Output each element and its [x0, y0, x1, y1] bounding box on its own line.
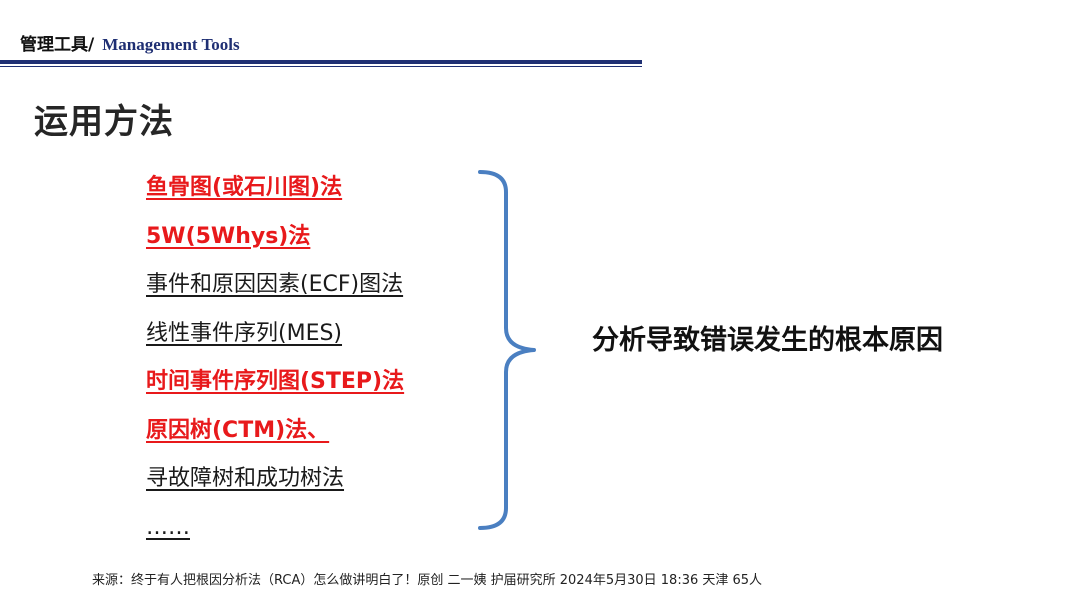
header: 管理工具/ Management Tools: [20, 30, 240, 56]
header-rule-thick: [0, 60, 642, 64]
conclusion-text: 分析导致错误发生的根本原因: [592, 325, 943, 356]
method-item: 事件和原因因素(ECF)图法: [146, 272, 404, 297]
right-brace-icon: [478, 170, 536, 530]
header-title-en: Management Tools: [102, 35, 240, 54]
header-rule-thin: [0, 66, 642, 67]
method-item: 寻故障树和成功树法: [146, 466, 345, 491]
source-citation: 来源：终于有人把根因分析法（RCA）怎么做讲明白了！原创 二一姨 护届研究所 2…: [92, 573, 763, 588]
method-item: 5W(5Whys)法: [146, 223, 311, 249]
method-item: 原因树(CTM)法、: [146, 417, 330, 443]
method-item: 线性事件序列(MES): [146, 320, 343, 346]
method-item: 鱼骨图(或石川图)法: [146, 175, 343, 200]
header-title-cn: 管理工具/: [20, 35, 95, 55]
method-item: ……: [146, 514, 190, 540]
method-list: 鱼骨图(或石川图)法 5W(5Whys)法 事件和原因因素(ECF)图法 线性事…: [146, 172, 404, 560]
page-title: 运用方法: [34, 102, 174, 142]
method-item: 时间事件序列图(STEP)法: [146, 369, 405, 394]
